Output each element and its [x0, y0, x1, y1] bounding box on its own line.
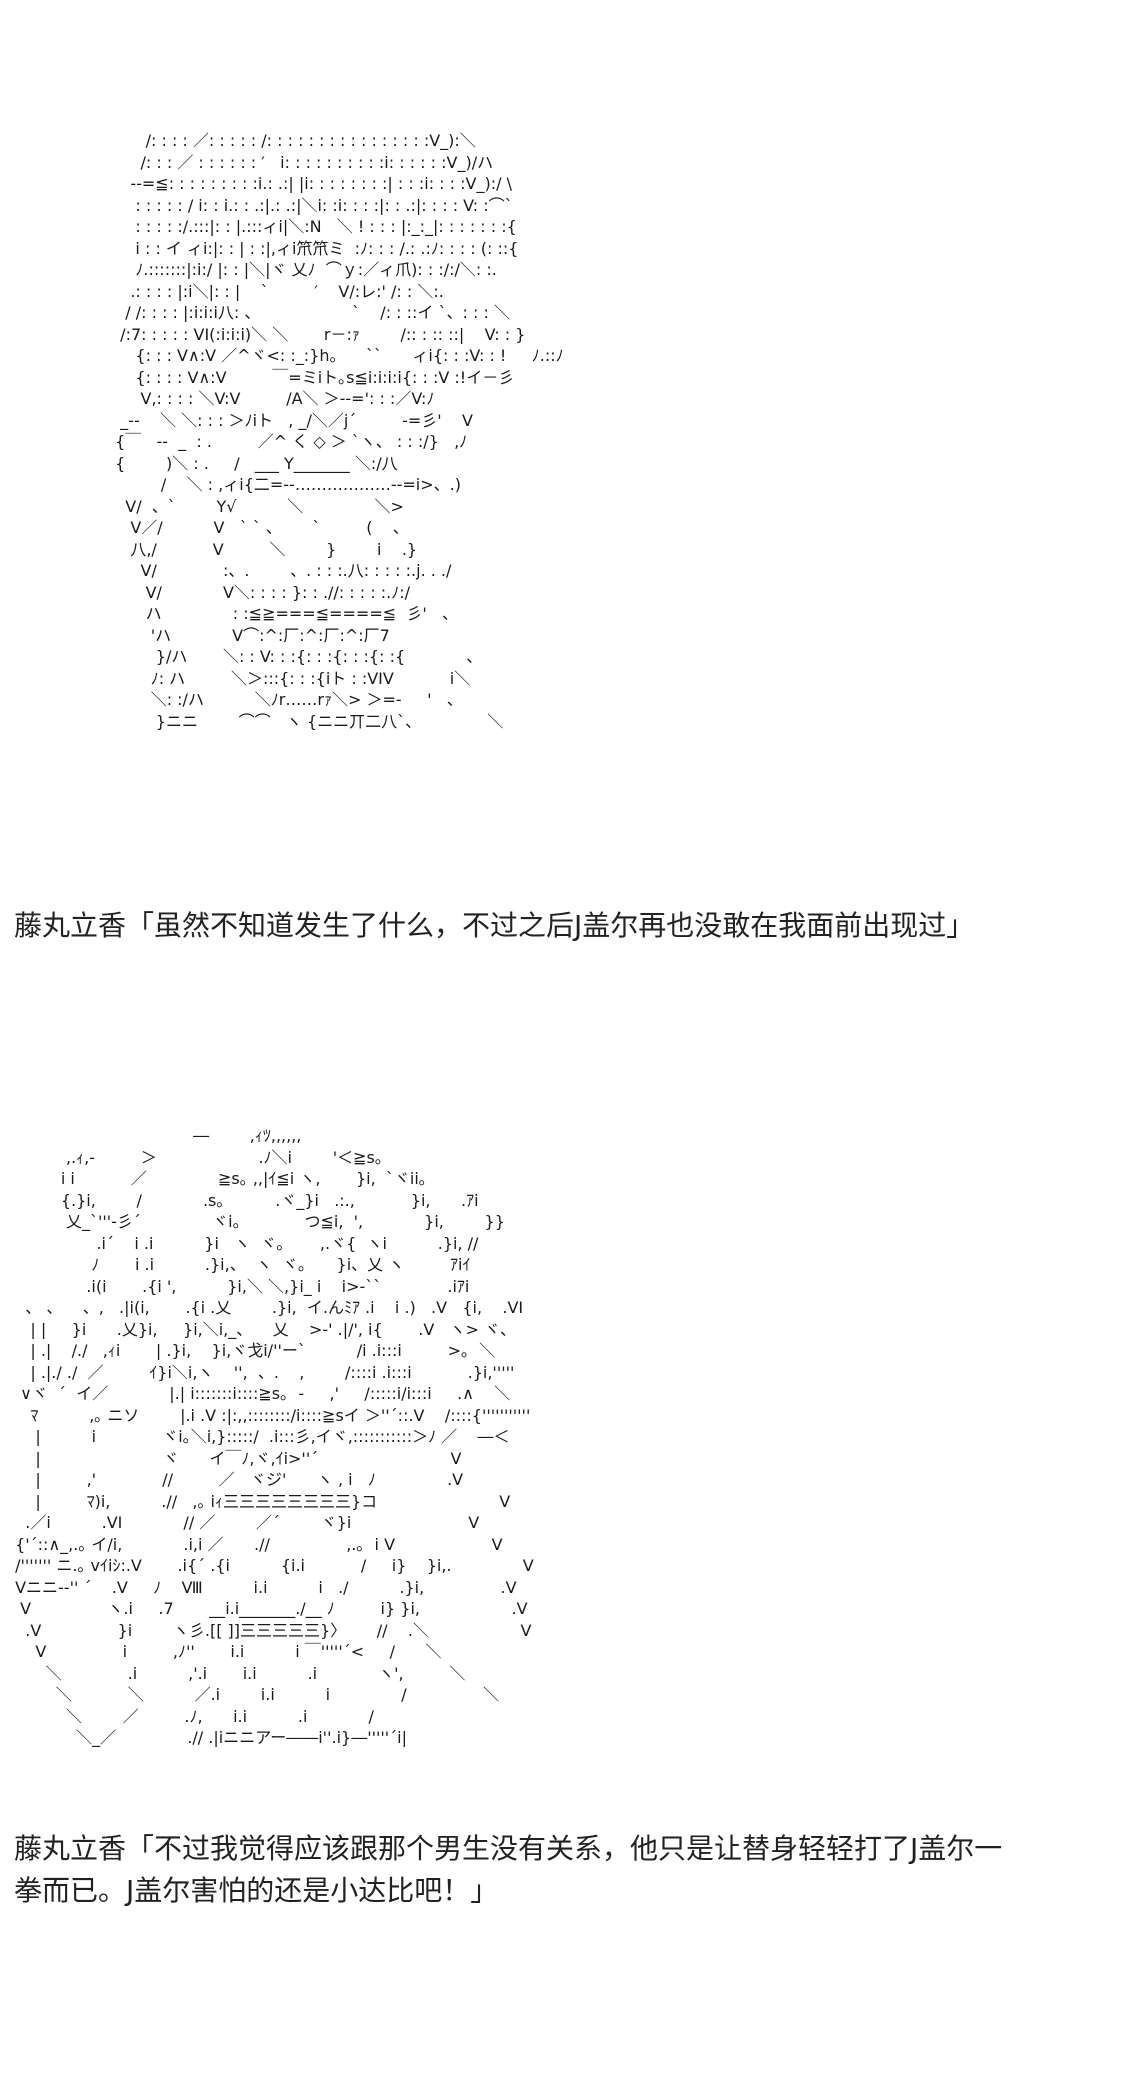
ascii-art-2-line: i i ／ ≧s｡ ,,|ｲ≦i ヽ, }i, `ヾii｡	[10, 1169, 427, 1188]
ascii-art-1-line: ﾉ.:::::::|:i:/ |: : |＼|ヾ 乂ﾉ ⌒ｙ:／ィ爪): : :…	[110, 260, 497, 279]
ascii-art-1-line: V／/ V ` ` 、 ` ( 、	[110, 518, 409, 537]
ascii-art-illustration-1: /: : : : ／: : : : : /: : : : : : : : : :…	[110, 130, 710, 900]
ascii-art-1-line: ﾉ: ハ ＼＞:::{: : :{iト : :VIV i＼	[110, 668, 471, 688]
ascii-art-1-line: / ＼ : ,ィi{二=--………………--=i>、.)	[110, 475, 461, 494]
ascii-art-2-line: | i ヾi｡＼i,}:::::/ .i:::彡,イヾ,:::::::::::＞…	[10, 1427, 510, 1446]
dialogue-caption-2: 藤丸立香「不过我觉得应该跟那个男生没有关系，他只是让替身轻轻打了J盖尔一拳而已。…	[14, 1832, 1003, 1907]
ascii-art-2-line: 乂_`'''-彡´ ヾi。 つ≦i, ', }i, }}	[10, 1212, 505, 1231]
ascii-art-1-line: {: : : V∧:V ／^ヾ<: :_:}h。 `` ィi{: : :V: :…	[110, 346, 564, 365]
ascii-art-2-line: .／i .VI // ／ ／´ ヾ}i V	[10, 1513, 480, 1532]
ascii-art-2-line: | ﾏ)i, .// ,｡ iｨ三三三三三三三三}コ V	[10, 1491, 511, 1511]
ascii-art-2-line: | | }i .乂}i, }i,＼i,_、 乂 >-' .|/', i{ .V …	[10, 1319, 517, 1339]
ascii-art-1-line: }/ハ ＼: : V: : :{: : :{: : :{: :{ 、	[110, 647, 483, 666]
ascii-art-1-line: /: : : ／ : : : : : : ′ i: : : : : : : : …	[110, 152, 494, 172]
ascii-art-2-line: .i´ i .i }i ヽ ヾ｡ ,.ヾ{ ヽi .}i, //	[10, 1233, 479, 1253]
ascii-art-2-line: .V }i ヽ彡.[[ ]]三三三三三}〉 // .＼ V	[10, 1620, 532, 1640]
ascii-art-2-line: ﾉ i .i .}i,、 ヽ ヾ｡ }i、乂 ヽ ｱiｲ	[10, 1255, 471, 1274]
ascii-art-2-line: | ヾ イ￣ﾉ,ヾ,ｲi>''´ V	[10, 1448, 462, 1468]
ascii-art-1-line: }ニニ ⌒⌒ ヽ {ニニ丌二八`、 ＼	[110, 711, 504, 731]
ascii-art-2-line: {'´::∧_,.｡ イ/i, .i,i ／ .// ,.｡ i V V	[10, 1534, 503, 1554]
ascii-art-2-line: 、 、 、, .|i(i, .{i .乂 .}i, イ.んﾐｱ .i i .) …	[10, 1298, 524, 1317]
ascii-art-2-line: {.}i, / .s｡ .ヾ_}i .:., }i, .ｱi	[10, 1190, 479, 1210]
ascii-art-2-line: ＼_／ .// .|iニニアー――i''.i}―'''''´i|	[10, 1728, 408, 1747]
ascii-art-1-line: --=≦: : : : : : : : :i.: .:| |i: : : : :…	[110, 174, 512, 193]
ascii-art-2-line: /''''''' ニ.｡ vｲiｼ:.V .i{´ .{i {i.i / i} …	[10, 1556, 534, 1575]
ascii-art-2-line: V i ,ﾉ'' i.i i ￣'''''´< / ＼	[10, 1642, 442, 1661]
ascii-art-1-line: ハ : :≦≧===≦====≦ 彡' 、	[110, 604, 458, 623]
ascii-art-1-line: : : : : : / i: : i.: : .:|.: .:|＼i: :i: …	[110, 195, 513, 215]
ascii-art-2-line: ﾏ ,｡ ニソ |.i .V :|:,,::::::::/i::::≧sイ ＞'…	[10, 1405, 531, 1425]
ascii-art-2-line: ＼ ／ .ﾉ, i.i .i /	[10, 1706, 374, 1726]
ascii-art-1-line: 八,/ V ＼ } i .}	[110, 539, 418, 559]
ascii-art-1-line: V/ 、` Y√ ＼ ＼>	[110, 496, 404, 516]
ascii-art-2-line: ,.ｨ,- ＞ .ﾉ＼i '＜≧s｡	[10, 1147, 383, 1167]
ascii-art-1-line: : : : : :/.:::|: : |.:::ィi|＼:N ＼ ! : : :…	[110, 217, 517, 236]
ascii-art-1-line: { )＼ : . / ___ Y_______ ＼:/八	[110, 453, 398, 473]
ascii-art-2-line: | ,' // ／ ヾジ' ヽ , i ﾉ .V	[10, 1470, 464, 1489]
ascii-art-1-line: .: : : : |:i＼|: : | ` ′ V/:レ:' /: : ＼:.	[110, 281, 444, 301]
ascii-art-2-line: ＼ .i ,'.i i.i .i ヽ', ＼	[10, 1663, 466, 1683]
ascii-art-1-line: i : : イ ィi:|: : | : :|,ィi笊笊ミ :ﾉ: : : /.:…	[110, 238, 519, 258]
ascii-art-1-line: V,: : : : ＼V:V /A＼ ＞‐‐=': : :／V:ﾉ	[110, 389, 435, 408]
ascii-art-2-line: | .| /./ ,ｨi | .}i, }i,ヾ戈i/''ー` /i .i:::…	[10, 1341, 496, 1360]
ascii-art-2-line: ― ,ｨﾂ,,,,,,	[10, 1126, 302, 1145]
ascii-art-1-line: 'ハ V⌒:^:厂:^:厂:^:厂7	[110, 625, 390, 645]
ascii-art-illustration-2: ― ,ｨﾂ,,,,,, ,.ｨ,- ＞ .ﾉ＼i '＜≧s｡ i i ／ ≧s｡…	[10, 1125, 700, 1805]
ascii-art-1-line: {￣ -- _ : . ／^ く ◇ ＞ `ヽ、 : : :/} ,ﾉ	[110, 432, 468, 451]
ascii-art-2-line: ＼ ＼ ／.i i.i i / ＼	[10, 1685, 499, 1704]
ascii-art-1-line: / /: : : : |:i:i:i八: 、 ` /: : ::イ `、: : …	[110, 303, 510, 322]
ascii-art-2-line: V ヽ.i .7 __i.i_______./__ ﾉ i} }i, .V	[10, 1599, 528, 1618]
ascii-art-1-line: ＼: :/ハ ＼ﾉr……rｧ＼> ＞=- ' 、	[110, 690, 473, 709]
ascii-art-2-line: | .|./ ./ ／ ｲ}i＼i,ヽ '', 、. , /::::i .i::…	[10, 1362, 515, 1382]
ascii-art-2-line: ∨ヾ ´ イ／ |.| i:::::::i::::≧s｡ ‐ ,' /:::::…	[10, 1384, 511, 1403]
dialogue-caption-1: 藤丸立香「虽然不知道发生了什么，不过之后J盖尔再也没敢在我面前出现过」	[14, 909, 975, 942]
ascii-art-1-line: {: : : : V∧:V ￣=ミiト｡s≦i:i:i:i{: : :V :!イ…	[110, 367, 515, 387]
ascii-art-1-line: V/ :、. 、. : : :.八: : : : :.j. . ./	[110, 561, 452, 580]
ascii-art-1-line: /:7: : : : : VI(:i:i:i)＼ ＼ r－:ｧ /:: : ::…	[110, 324, 526, 344]
ascii-art-1-line: /: : : : ／: : : : : /: : : : : : : : : :…	[110, 131, 476, 150]
ascii-art-1-line: _-- ＼ ＼: : : ＞ﾉiト , _/＼／j´ -=彡' V	[110, 410, 473, 430]
ascii-art-2-line: .i(i .{i ', }i,＼ ＼,}i_ i i>-`` .iｱi	[10, 1276, 470, 1296]
ascii-art-2-line: Vニニ--'' ´ .V ﾉ Ⅷ i.i i ./ .}i, .V	[10, 1577, 517, 1597]
ascii-art-1-line: V/ V＼: : : : }: : .//: : : : :.ﾉ:/	[110, 582, 410, 602]
